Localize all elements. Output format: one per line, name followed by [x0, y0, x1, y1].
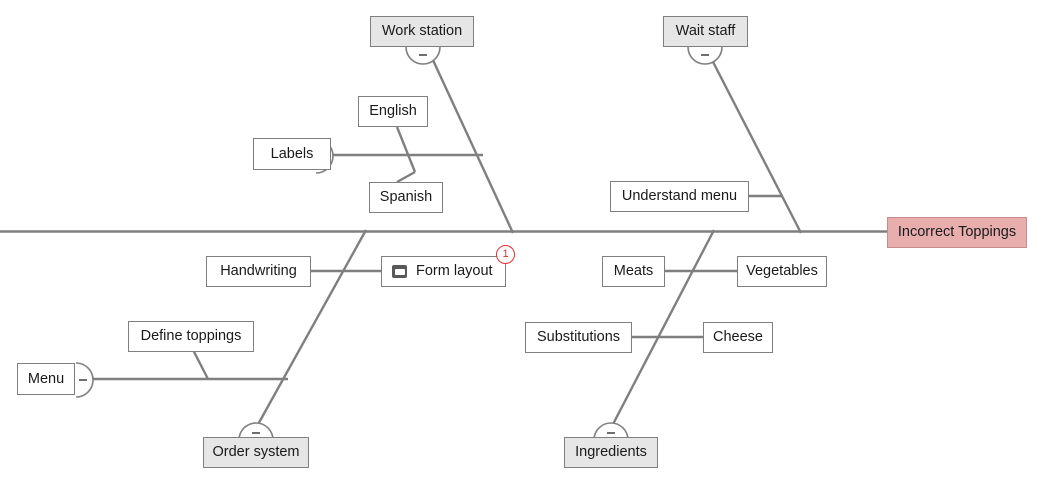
- cause-node-handwriting[interactable]: Handwriting: [206, 256, 311, 287]
- stub-english: [395, 126, 417, 173]
- collapse-minus-icon: [607, 432, 615, 434]
- cause-label: Meats: [613, 263, 654, 280]
- cause-label: Understand menu: [621, 188, 738, 205]
- cause-node-vegetables[interactable]: Vegetables: [737, 256, 827, 287]
- category-node-wait-staff[interactable]: Wait staff: [663, 16, 748, 47]
- comment-count-badge[interactable]: 1: [496, 245, 515, 264]
- cause-label: Handwriting: [220, 263, 297, 280]
- category-label: Wait staff: [675, 23, 736, 40]
- collapse-minus-icon: [79, 379, 87, 381]
- cause-node-labels[interactable]: Labels: [253, 138, 331, 170]
- category-node-ingredients[interactable]: Ingredients: [564, 437, 658, 468]
- stub-spanish: [396, 170, 416, 184]
- cause-node-meats[interactable]: Meats: [602, 256, 665, 287]
- cause-node-define-toppings[interactable]: Define toppings: [128, 321, 254, 352]
- collapse-handle-work-station[interactable]: [405, 46, 441, 66]
- cause-node-form-layout[interactable]: Form layout: [381, 256, 506, 287]
- cause-node-understand-menu[interactable]: Understand menu: [610, 181, 749, 212]
- cause-label: Vegetables: [746, 263, 818, 280]
- cause-node-english[interactable]: English: [358, 96, 428, 127]
- category-label: Order system: [212, 444, 300, 461]
- cause-label: Labels: [270, 145, 314, 162]
- category-label: Work station: [381, 23, 463, 40]
- collapse-handle-menu[interactable]: [75, 362, 95, 398]
- problem-head-node[interactable]: Incorrect Toppings: [887, 217, 1027, 248]
- cause-node-menu[interactable]: Menu: [17, 363, 75, 395]
- cause-label: Menu: [27, 370, 65, 387]
- category-label: Ingredients: [575, 444, 647, 461]
- note-icon: [392, 265, 407, 278]
- cause-label: Form layout: [416, 263, 493, 280]
- problem-label: Incorrect Toppings: [897, 224, 1017, 241]
- cause-node-cheese[interactable]: Cheese: [703, 322, 773, 353]
- bone-work-station: [430, 57, 515, 234]
- cause-label: Cheese: [713, 329, 763, 346]
- cause-label: English: [369, 103, 417, 120]
- cause-label: Spanish: [379, 189, 433, 206]
- collapse-handle-wait-staff[interactable]: [687, 46, 723, 66]
- collapse-minus-icon: [701, 54, 709, 56]
- collapse-minus-icon: [419, 54, 427, 56]
- category-node-work-station[interactable]: Work station: [370, 16, 474, 47]
- cause-node-substitutions[interactable]: Substitutions: [525, 322, 632, 353]
- cause-node-spanish[interactable]: Spanish: [369, 182, 443, 213]
- cause-label: Substitutions: [536, 329, 621, 346]
- category-node-order-system[interactable]: Order system: [203, 437, 309, 468]
- collapse-minus-icon: [252, 432, 260, 434]
- cause-label: Define toppings: [140, 328, 242, 345]
